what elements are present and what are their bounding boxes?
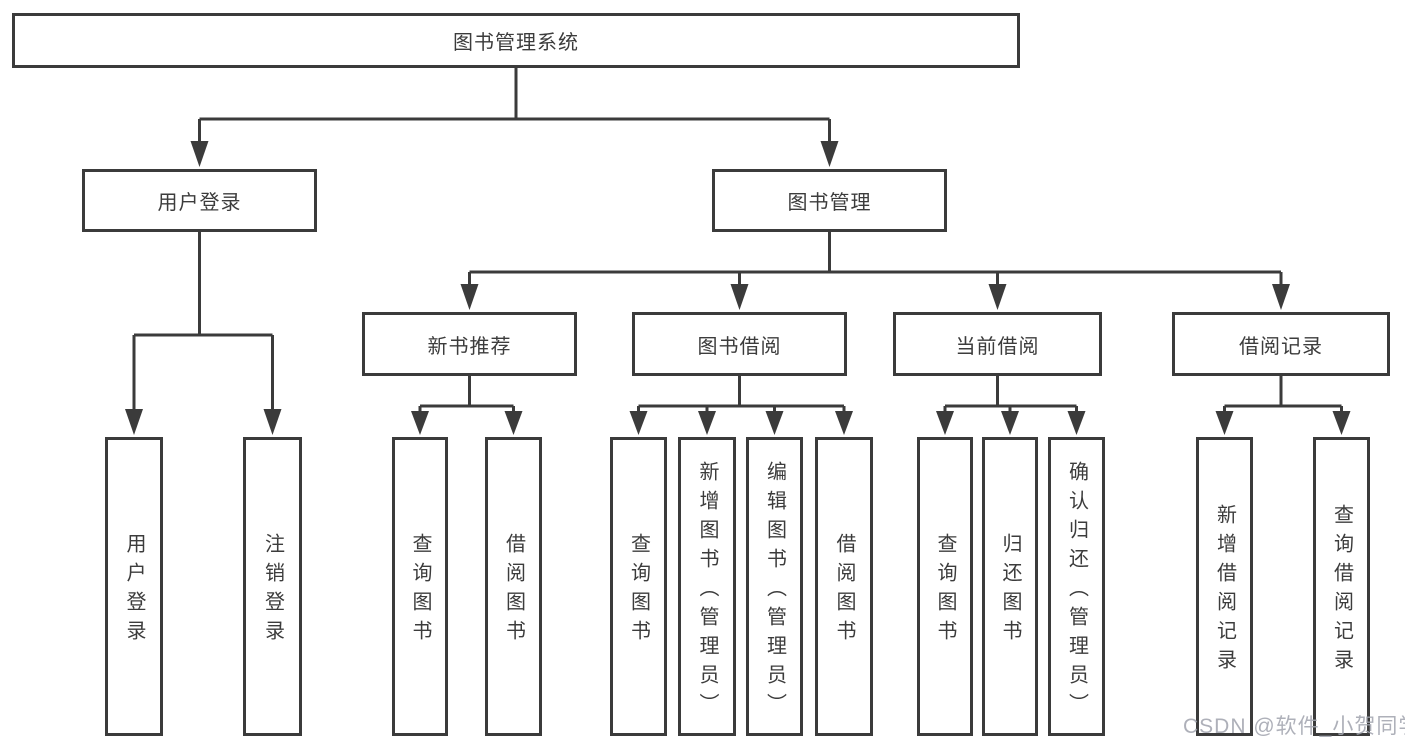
node-leaf-query-borrow-record: 查询借阅记录 [1313, 437, 1370, 736]
node-leaf-edit-book-admin: 编辑图书（管理员） [746, 437, 803, 736]
arrowhead [125, 409, 143, 435]
node-label: 确认归还（管理员） [1065, 460, 1088, 722]
arrowhead [1332, 411, 1351, 435]
edge-borrow-record-children [1223, 376, 1343, 413]
arrowhead [1001, 411, 1019, 435]
arrowhead [936, 411, 954, 435]
arrowhead [820, 141, 839, 167]
node-label: 查询图书 [409, 533, 431, 649]
node-leaf-confirm-return-admin: 确认归还（管理员） [1048, 437, 1105, 736]
edge-book-management-children [468, 232, 1283, 286]
node-label: 借阅图书 [502, 533, 525, 649]
arrowhead [765, 411, 784, 435]
node-user-login: 用户登录 [82, 169, 317, 232]
arrowhead [460, 284, 479, 310]
arrowhead [190, 141, 209, 167]
node-library-management-system: 图书管理系统 [12, 13, 1020, 68]
node-leaf-borrow-book-1: 借阅图书 [485, 437, 542, 736]
edge-user-login-children [132, 232, 274, 411]
node-book-borrow: 图书借阅 [632, 312, 847, 376]
arrowhead [1272, 284, 1290, 310]
node-label: 新书推荐 [427, 335, 512, 358]
edge-current-borrow-children [943, 376, 1078, 413]
arrowhead [698, 411, 716, 435]
node-label: 查询借阅记录 [1330, 504, 1353, 678]
arrowheads [125, 141, 1351, 435]
arrowhead [730, 284, 749, 310]
node-label: 编辑图书（管理员） [763, 460, 786, 722]
node-label: 图书借阅 [697, 335, 782, 358]
edge-new-book-children [418, 376, 515, 413]
csdn-watermark: CSDN @软件_小贺同学 [1183, 715, 1405, 738]
node-label: 注销登录 [261, 533, 284, 649]
node-label: 借阅图书 [833, 533, 855, 649]
node-label: 用户登录 [157, 192, 242, 214]
node-book-management: 图书管理 [712, 169, 947, 232]
arrowhead [1215, 411, 1234, 435]
node-leaf-return-book: 归还图书 [982, 437, 1038, 736]
node-new-book-recommend: 新书推荐 [362, 312, 577, 376]
node-label: 图书管理 [787, 192, 872, 214]
node-label: 归还图书 [999, 533, 1021, 649]
node-leaf-add-book-admin: 新增图书（管理员） [678, 437, 736, 736]
arrowhead [1067, 411, 1086, 435]
node-leaf-logout: 注销登录 [243, 437, 302, 736]
node-borrow-record: 借阅记录 [1172, 312, 1390, 376]
arrowhead [504, 411, 523, 435]
edge-book-borrow-children [637, 376, 846, 413]
node-leaf-user-login: 用户登录 [105, 437, 163, 736]
node-leaf-query-book-1: 查询图书 [392, 437, 448, 736]
arrowhead [629, 411, 648, 435]
node-leaf-add-borrow-record: 新增借阅记录 [1196, 437, 1253, 736]
arrowhead [988, 284, 1007, 310]
node-leaf-query-book-3: 查询图书 [917, 437, 973, 736]
arrowhead [411, 411, 429, 435]
node-label: 当前借阅 [955, 335, 1040, 358]
node-leaf-query-book-2: 查询图书 [610, 437, 667, 736]
node-label: 新增借阅记录 [1213, 504, 1236, 678]
node-label: 查询图书 [627, 533, 650, 649]
node-label: 借阅记录 [1239, 335, 1323, 358]
arrowhead [263, 409, 282, 435]
node-current-borrow: 当前借阅 [893, 312, 1102, 376]
edge-root-to-level2 [198, 68, 831, 143]
node-label: 查询图书 [934, 533, 956, 649]
node-label: 用户登录 [123, 533, 145, 649]
arrowhead [835, 411, 853, 435]
node-leaf-borrow-book-2: 借阅图书 [815, 437, 873, 736]
node-label: 图书管理系统 [453, 32, 579, 54]
node-label: 新增图书（管理员） [696, 460, 718, 722]
